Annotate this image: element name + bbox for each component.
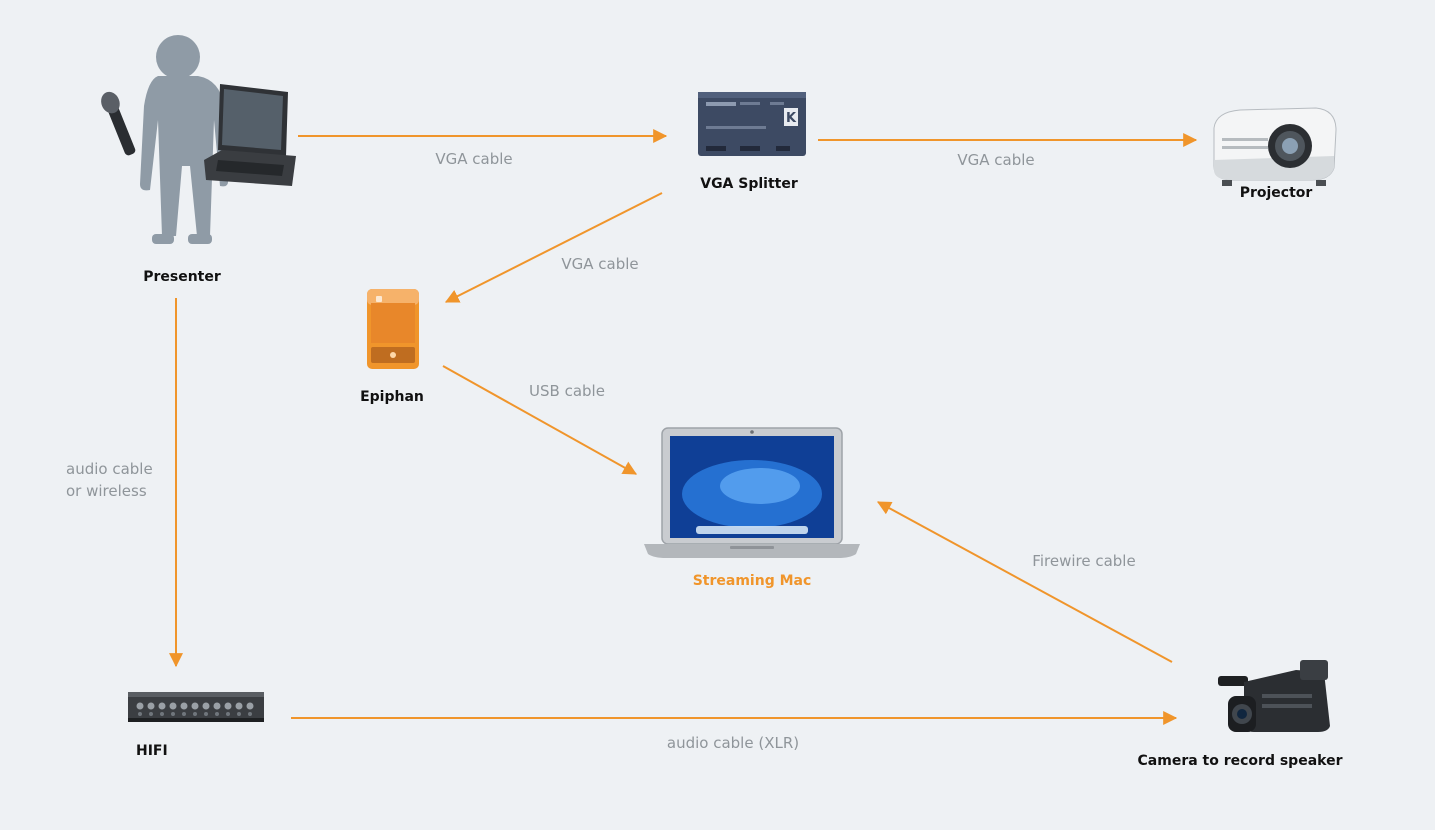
edge-label-epiphan-to-mac: USB cable: [529, 382, 605, 400]
node-label-streaming-mac: Streaming Mac: [692, 573, 812, 589]
mixer-jack: [215, 712, 219, 716]
arrow-epiphan-to-mac: [442, 365, 638, 475]
node-label-camera: Camera to record speaker: [1137, 753, 1343, 769]
edge-label-camera-to-mac: Firewire cable: [1032, 552, 1136, 570]
edge-label-splitter-to-epiphan: VGA cable: [561, 255, 639, 273]
arrow-camera-to-mac: [876, 501, 1173, 663]
mixer-jack: [204, 712, 208, 716]
mixer-jack: [160, 712, 164, 716]
mixer-knob: [224, 702, 232, 710]
mixer-knob: [136, 702, 144, 710]
mixer-knob: [191, 702, 199, 710]
mixer-knob: [169, 702, 177, 710]
edge-label-presenter-to-splitter: VGA cable: [435, 150, 513, 168]
node-label-vga-splitter: VGA Splitter: [700, 176, 798, 192]
mixer-knob: [213, 702, 221, 710]
edge-label-hifi-to-camera: audio cable (XLR): [666, 734, 800, 752]
video-camera-icon: [1218, 660, 1330, 732]
macbook-laptop-icon: [644, 427, 860, 558]
node-label-projector: Projector: [1239, 185, 1313, 201]
node-label-presenter: Presenter: [143, 269, 221, 285]
vga-splitter-icon: K: [698, 92, 806, 156]
node-label-hifi: HIFI: [136, 743, 168, 759]
edge-label-presenter-to-hifi-line2: or wireless: [66, 482, 147, 500]
svg-text:K: K: [786, 111, 797, 126]
epiphan-capture-device-icon: [367, 289, 419, 369]
mixer-knob: [180, 702, 188, 710]
node-label-epiphan: Epiphan: [360, 389, 424, 405]
mixer-knob: [202, 702, 210, 710]
mixer-jack: [138, 712, 142, 716]
mixer-jack: [182, 712, 186, 716]
arrow-splitter-to-epiphan: [444, 192, 663, 303]
mixer-jack: [171, 712, 175, 716]
edge-label-splitter-to-projector: VGA cable: [957, 151, 1035, 169]
audio-mixer-icon: [128, 692, 264, 722]
mixer-jack: [226, 712, 230, 716]
mixer-jack: [149, 712, 153, 716]
projector-icon: [1213, 107, 1337, 186]
mixer-jack: [248, 712, 252, 716]
person-with-mic-and-laptop-icon: [101, 35, 296, 244]
microphone-icon: [101, 91, 136, 156]
edge-label-presenter-to-hifi-line1: audio cable: [66, 460, 153, 478]
mixer-knob: [235, 702, 243, 710]
mixer-knob: [147, 702, 155, 710]
mixer-jack: [193, 712, 197, 716]
mixer-jack: [237, 712, 241, 716]
laptop-icon: [204, 84, 296, 186]
mixer-knob: [158, 702, 166, 710]
mixer-knob: [246, 702, 254, 710]
